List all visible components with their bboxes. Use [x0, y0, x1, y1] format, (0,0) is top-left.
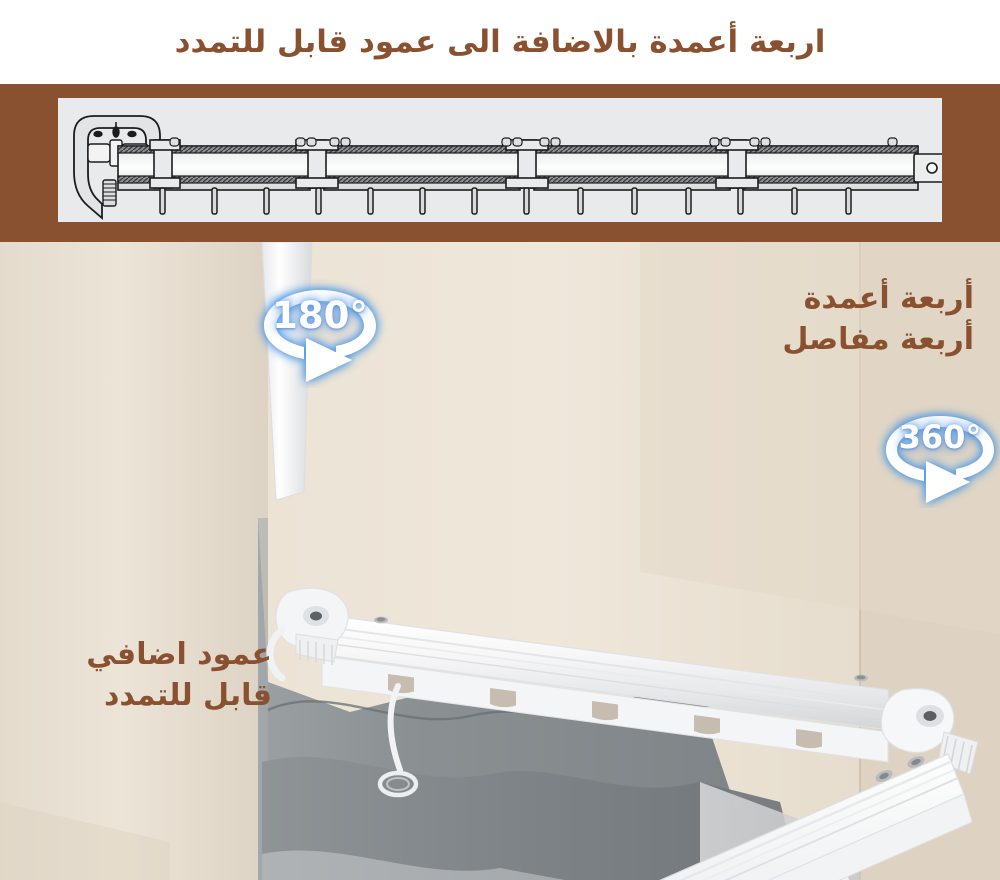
curtain-panel-lower — [262, 757, 800, 880]
rail-segment-2 — [323, 145, 521, 191]
label-right-line1: أربعة أعمدة — [803, 281, 974, 316]
rail-segment-1 — [117, 145, 311, 191]
joint-hook-left — [266, 626, 286, 682]
rotation-arc-180-icon — [264, 290, 376, 382]
product-photo: أربعة أعمدة أربعة مفاصل عمود اضافي قابل … — [0, 242, 1000, 880]
title-bar: اربعة أعمدة بالاضافة الى عمود قابل للتمد… — [0, 0, 1000, 84]
rotation-arc-360-icon — [886, 416, 994, 503]
pivot-joint-180 — [275, 587, 349, 665]
rotation-badge-180: 180° — [250, 268, 390, 388]
rail-top-screws — [374, 616, 868, 682]
label-left-line2: قابل للتمدد — [104, 678, 272, 714]
label-right-line2: أربعة مفاصل — [782, 322, 974, 358]
rail-joints — [149, 139, 759, 189]
wall-corner-shade — [640, 242, 1000, 634]
page-title: اربعة أعمدة بالاضافة الى عمود قابل للتمد… — [174, 23, 826, 60]
curtain-rail-lower-diagonal — [659, 753, 973, 880]
rail-lower-screws — [875, 756, 925, 782]
curtain-rail-technical-diagram — [58, 98, 942, 222]
wall-left — [0, 242, 268, 880]
diagram-canvas — [58, 98, 942, 222]
rail-top-carriers — [169, 137, 898, 147]
curtain-hooks — [159, 187, 852, 215]
diagram-frame — [0, 84, 1000, 242]
label-right-columns-joints: أربعة أعمدة أربعة مفاصل — [782, 278, 974, 361]
label-left-line1: عمود اضافي — [86, 637, 272, 672]
bathroom-scene-illustration — [0, 242, 1000, 880]
rail-segment-3 — [533, 145, 731, 191]
rotation-badge-360: 360° — [876, 396, 1000, 508]
rail-segment-4 — [743, 145, 919, 191]
telescoping-extension-rod — [913, 153, 942, 183]
rail-joint-4 — [149, 139, 181, 189]
label-left-extension-rod: عمود اضافي قابل للتمدد — [22, 634, 272, 717]
bracket-screw — [102, 179, 117, 207]
curtain-hook-rings — [377, 770, 419, 798]
